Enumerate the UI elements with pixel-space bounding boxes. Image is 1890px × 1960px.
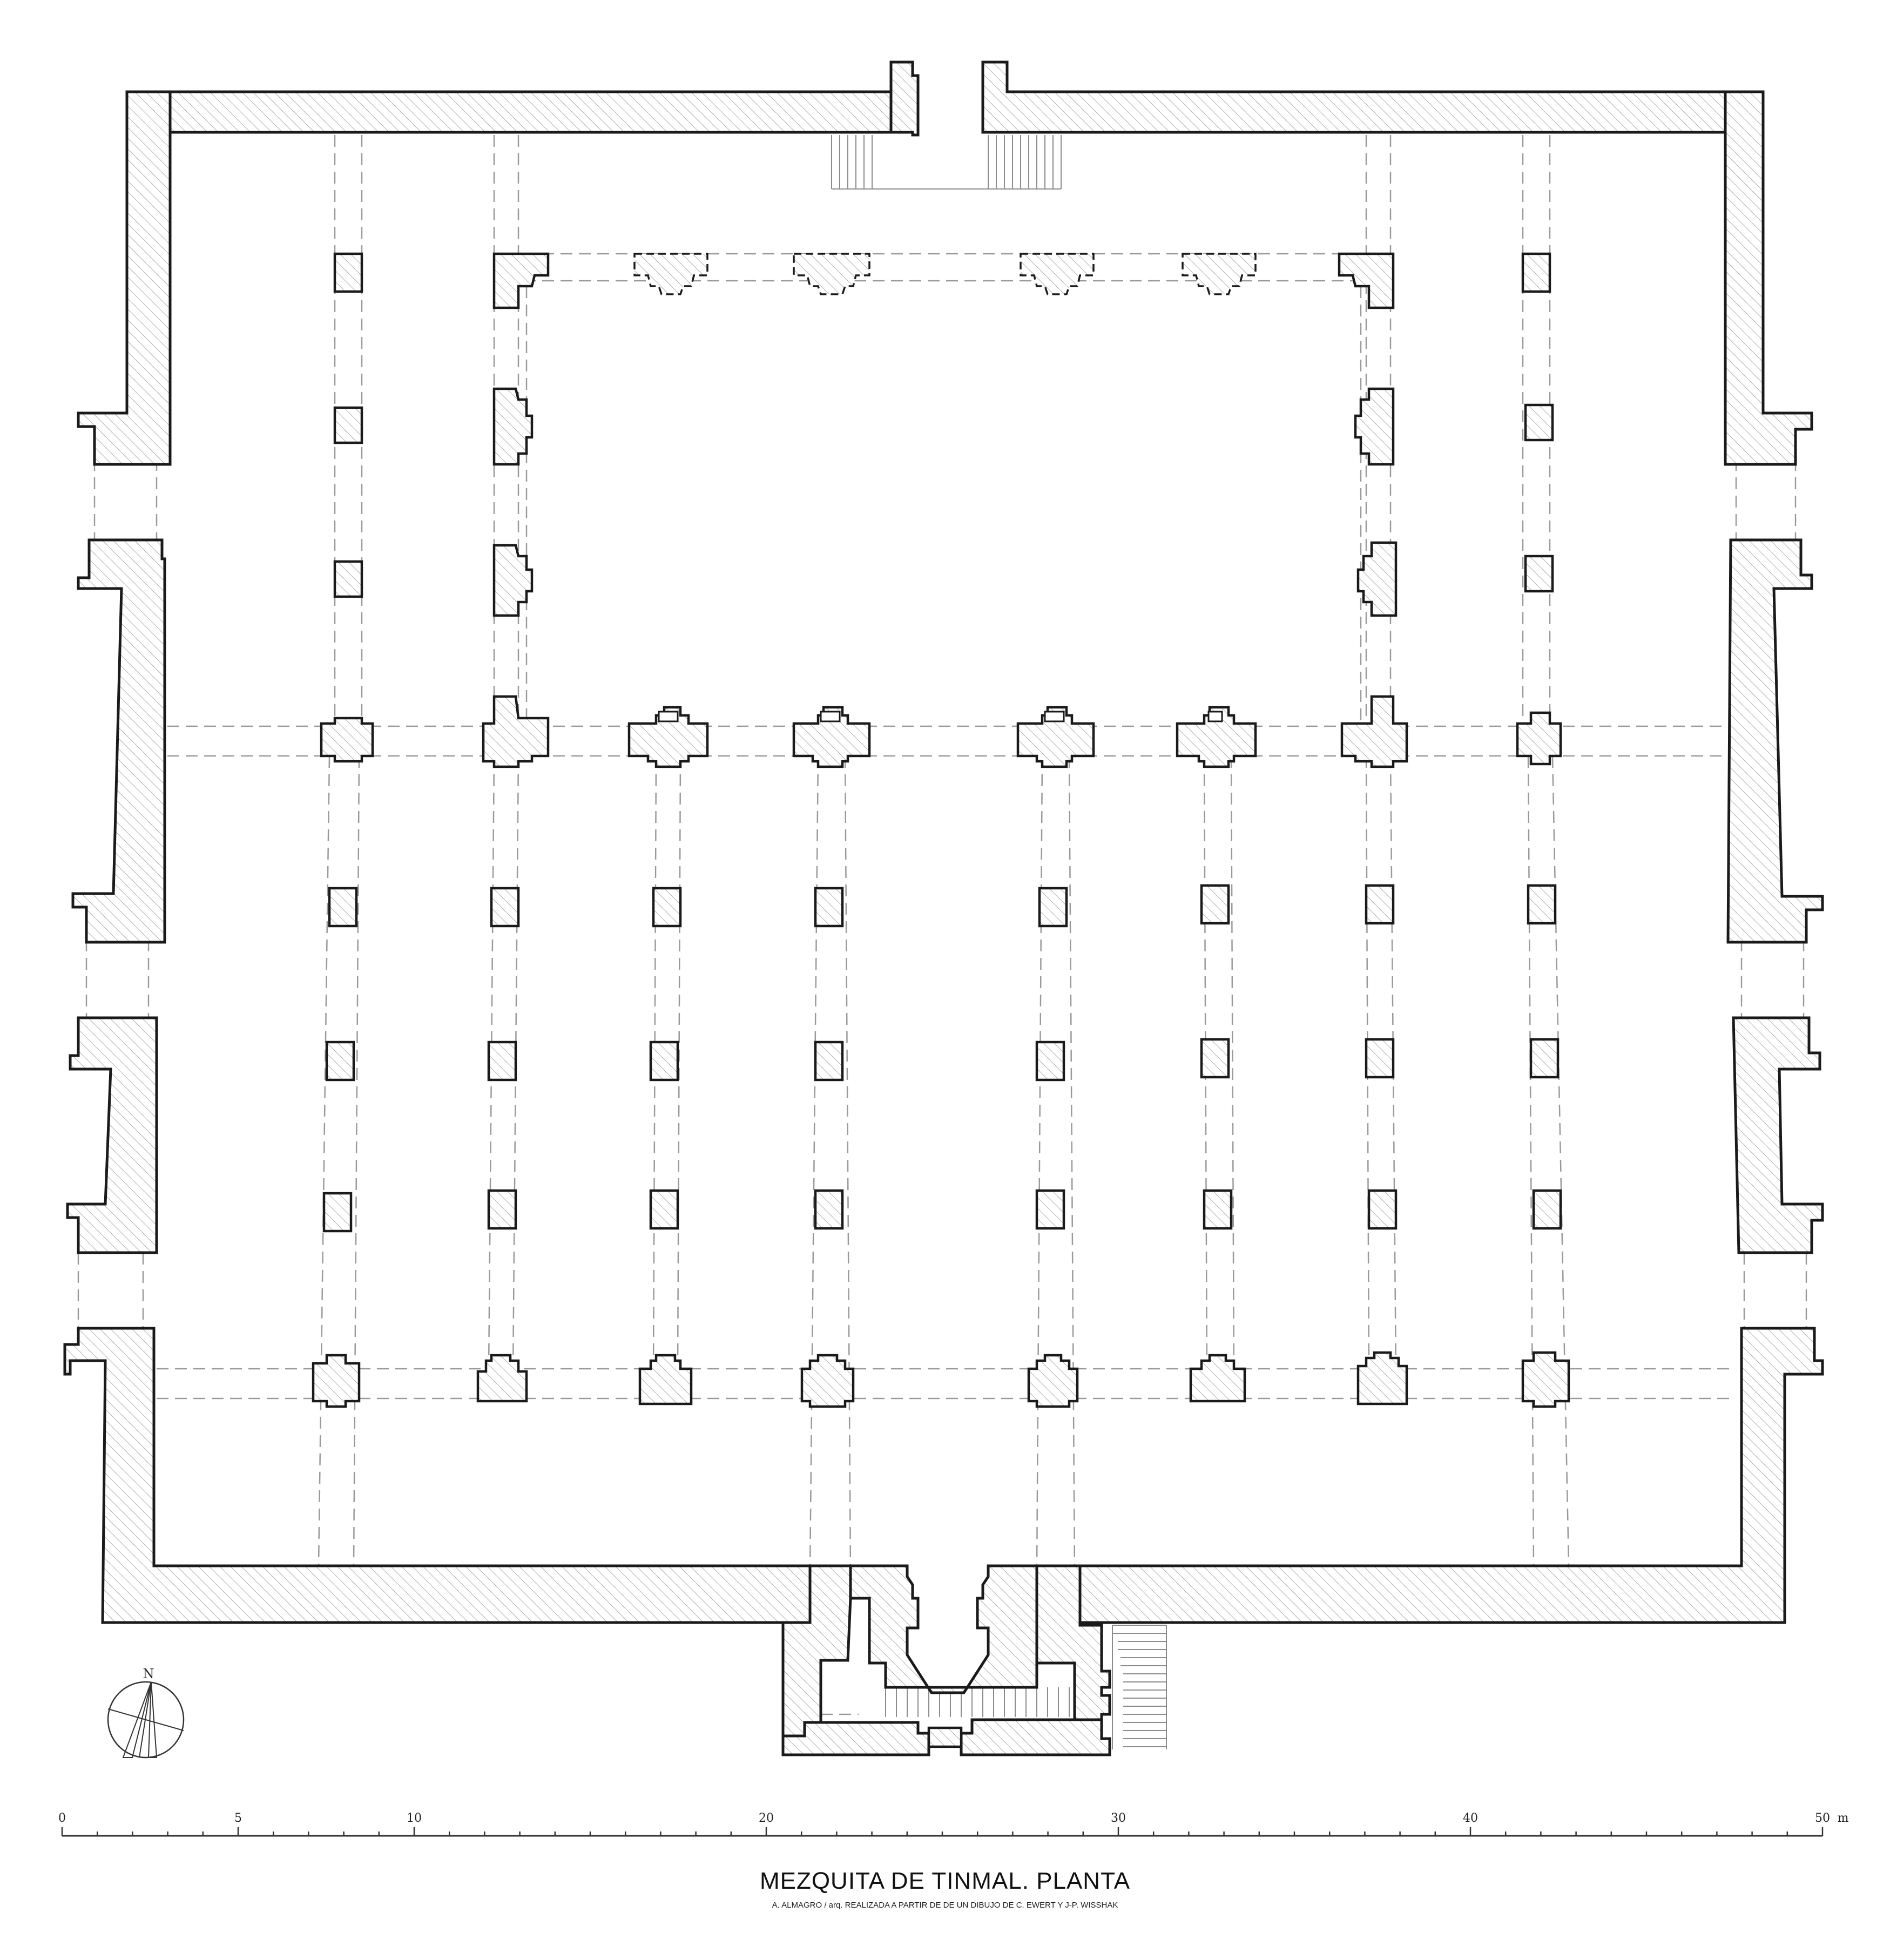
east-wall-segment-4 [1078,1327,1824,1624]
plan-credit: A. ALMAGRO / arq. REALIZADA A PARTIR DE … [772,1901,1118,1910]
qibla-annex-east [1035,1564,1111,1740]
west-wall-segment-4 [63,1327,812,1624]
scale-bar: 0 5 10 20 30 40 50 m [58,1812,1849,1837]
north-door-jamb-west [889,60,920,137]
courtyard-piers [333,252,1554,617]
scale-label: 40 [1463,1812,1478,1825]
east-wall-segment-2 [1726,538,1824,944]
mihrab-block [849,1564,1038,1694]
annex-south-wall [781,1721,930,1756]
plan-title: MEZQUITA DE TINMAL. PLANTA [760,1868,1130,1894]
annex-south-wall-east [960,1718,1111,1756]
annex-door-lintel [927,1726,963,1748]
east-wall-segment-3 [1732,1016,1824,1254]
scale-ticks [61,1827,1824,1836]
scale-label: 20 [759,1812,774,1825]
lower-transverse-piers [312,1351,1570,1408]
upper-transverse-piers [320,695,1562,768]
arcade-lines [77,135,1807,1715]
west-wall-segment-2 [71,538,166,944]
scale-label: 0 [58,1812,66,1825]
north-entrance-steps [831,135,1062,190]
scale-label: 10 [407,1812,422,1825]
scale-labels: 0 5 10 20 30 40 50 m [58,1812,1849,1825]
east-annex-steps [1112,1625,1167,1749]
north-label: N [143,1666,154,1681]
east-wall-segment-1 [1724,90,1813,466]
scale-label: 50 [1815,1812,1830,1825]
prayer-hall-piers [322,884,1562,1233]
scale-label: 5 [234,1812,242,1825]
north-arrow: N [107,1666,185,1759]
west-wall-segment-3 [66,1016,158,1254]
scale-label: 30 [1111,1812,1126,1825]
scale-unit: m [1838,1812,1849,1825]
minaret-stair-steps [885,1687,1081,1717]
west-wall-segment-1 [77,90,172,466]
